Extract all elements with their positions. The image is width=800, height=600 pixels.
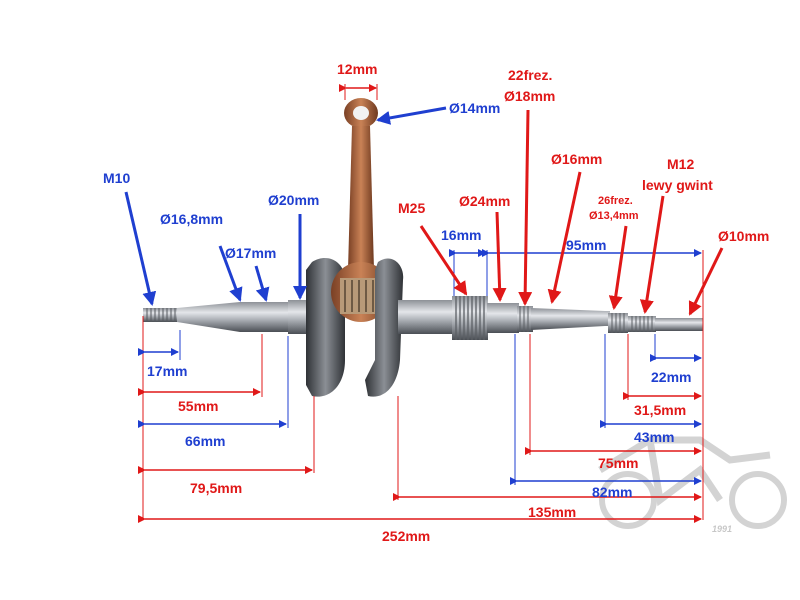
- label-d14: Ø14mm: [449, 100, 500, 116]
- label-m10: M10: [103, 170, 130, 186]
- left-taper: [177, 302, 290, 332]
- label-l95: 95mm: [566, 237, 606, 253]
- right-tip: [655, 318, 703, 331]
- dim-66mm: 66mm: [185, 433, 225, 449]
- watermark-year: 1991: [712, 524, 732, 534]
- m25-thread: [452, 296, 488, 340]
- dim-79-5mm: 79,5mm: [190, 480, 242, 496]
- spline-22: [517, 306, 533, 332]
- dim-17mm: 17mm: [147, 363, 187, 379]
- d16-section: [531, 308, 610, 330]
- label-m25: M25: [398, 200, 425, 216]
- dim-82mm: 82mm: [592, 484, 632, 500]
- dim-75mm: 75mm: [598, 455, 638, 471]
- label-d13-4: Ø13,4mm: [589, 210, 639, 222]
- dim-135mm: 135mm: [528, 504, 576, 520]
- pointer-arrows: [124, 106, 724, 316]
- label-f26: 26frez.: [598, 195, 633, 207]
- m12-thread: [628, 316, 656, 332]
- label-lewy-gwint: lewy gwint: [642, 177, 713, 193]
- dim-31-5mm: 31,5mm: [634, 402, 686, 418]
- d24-section: [487, 303, 519, 333]
- label-w12: 12mm: [337, 61, 377, 77]
- left-dimension-labels: 17mm 55mm 66mm 79,5mm: [147, 363, 242, 496]
- label-m12: M12: [667, 156, 694, 172]
- dim-22mm: 22mm: [651, 369, 691, 385]
- dim-43mm: 43mm: [634, 429, 674, 445]
- right-journal: [398, 300, 454, 334]
- label-d17: Ø17mm: [225, 245, 276, 261]
- label-d20: Ø20mm: [268, 192, 319, 208]
- crankshaft: [143, 98, 703, 397]
- right-dimension-labels: 22mm 31,5mm 43mm 75mm 82mm 135mm: [528, 369, 691, 520]
- label-d10: Ø10mm: [718, 228, 769, 244]
- label-d16-8: Ø16,8mm: [160, 211, 223, 227]
- watermark-logo: 1991: [598, 436, 787, 534]
- label-d24: Ø24mm: [459, 193, 510, 209]
- right-crank-web: [365, 258, 404, 397]
- dim-total-252mm: 252mm: [382, 528, 430, 544]
- left-thread: [143, 308, 177, 322]
- label-w16: 16mm: [441, 227, 481, 243]
- spline-26: [608, 313, 628, 333]
- top-labels: M10 Ø16,8mm Ø17mm Ø20mm 12mm Ø14mm M25 Ø…: [103, 61, 769, 261]
- dim-55mm: 55mm: [178, 398, 218, 414]
- label-f22: 22frez.: [508, 67, 552, 83]
- label-d18: Ø18mm: [504, 88, 555, 104]
- label-d16: Ø16mm: [551, 151, 602, 167]
- extension-lines: [142, 84, 704, 520]
